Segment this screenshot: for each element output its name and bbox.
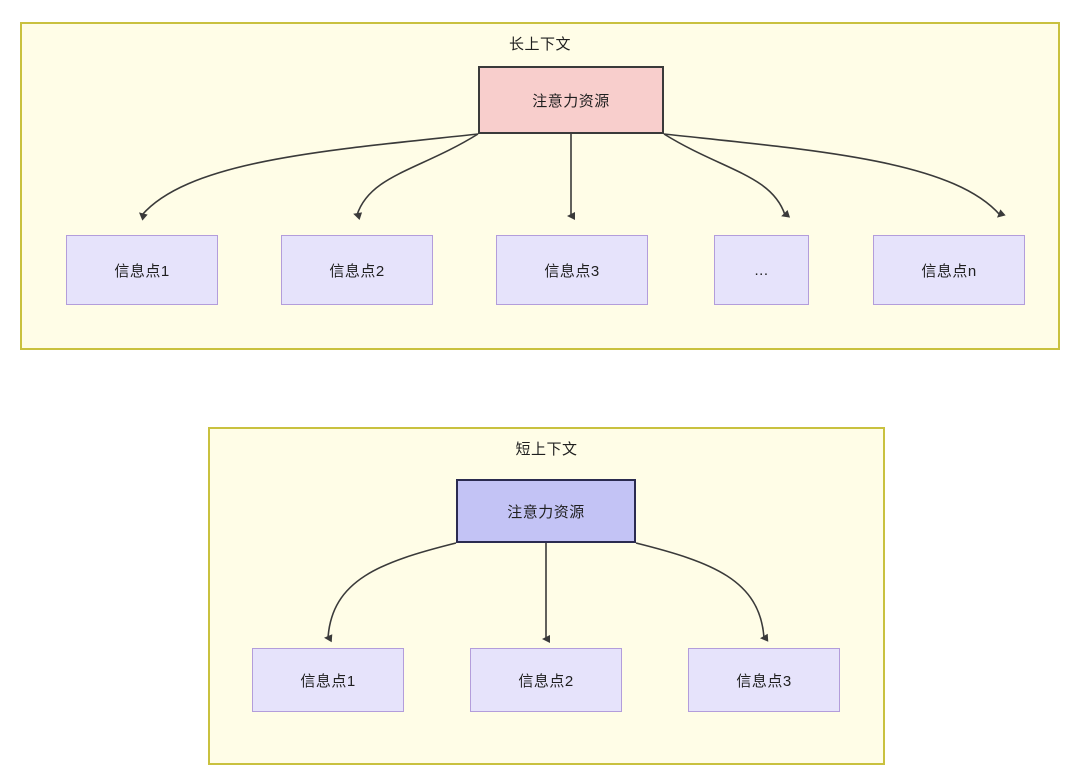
- node-short-context-leaf-1-label: 信息点1: [300, 672, 356, 690]
- node-long-context-root[interactable]: 注意力资源: [478, 66, 664, 134]
- node-long-context-leaf-1[interactable]: 信息点1: [66, 235, 218, 305]
- node-short-context-leaf-2[interactable]: 信息点2: [470, 648, 622, 712]
- edge-1-2: [353, 133, 479, 221]
- edge-1-5: [663, 133, 1006, 218]
- node-short-context-leaf-3[interactable]: 信息点3: [688, 648, 840, 712]
- group-short-context-title: 短上下文: [515, 441, 578, 458]
- node-long-context-leaf-2[interactable]: 信息点2: [281, 235, 433, 305]
- node-long-context-leaf-ellipsis-label: ...: [754, 261, 769, 279]
- node-long-context-leaf-3[interactable]: 信息点3: [496, 235, 648, 305]
- node-long-context-leaf-1-label: 信息点1: [114, 262, 170, 280]
- edge-s-3: [635, 542, 769, 642]
- node-long-context-leaf-3-label: 信息点3: [544, 262, 600, 280]
- group-long-context-title: 长上下文: [508, 36, 571, 53]
- edge-1-1: [138, 133, 479, 221]
- node-long-context-leaf-n-label: 信息点n: [921, 262, 977, 280]
- node-long-context-leaf-2-label: 信息点2: [329, 262, 385, 280]
- node-short-context-leaf-1[interactable]: 信息点1: [252, 648, 404, 712]
- node-short-context-root[interactable]: 注意力资源: [456, 479, 636, 543]
- node-short-context-leaf-2-label: 信息点2: [518, 672, 574, 690]
- edge-s-1: [324, 542, 457, 643]
- node-long-context-leaf-ellipsis[interactable]: ...: [714, 235, 809, 305]
- edge-1-4: [663, 133, 791, 218]
- node-short-context-root-label: 注意力资源: [507, 503, 585, 521]
- node-long-context-leaf-n[interactable]: 信息点n: [873, 235, 1025, 305]
- node-short-context-leaf-3-label: 信息点3: [736, 672, 792, 690]
- node-long-context-root-label: 注意力资源: [532, 92, 610, 110]
